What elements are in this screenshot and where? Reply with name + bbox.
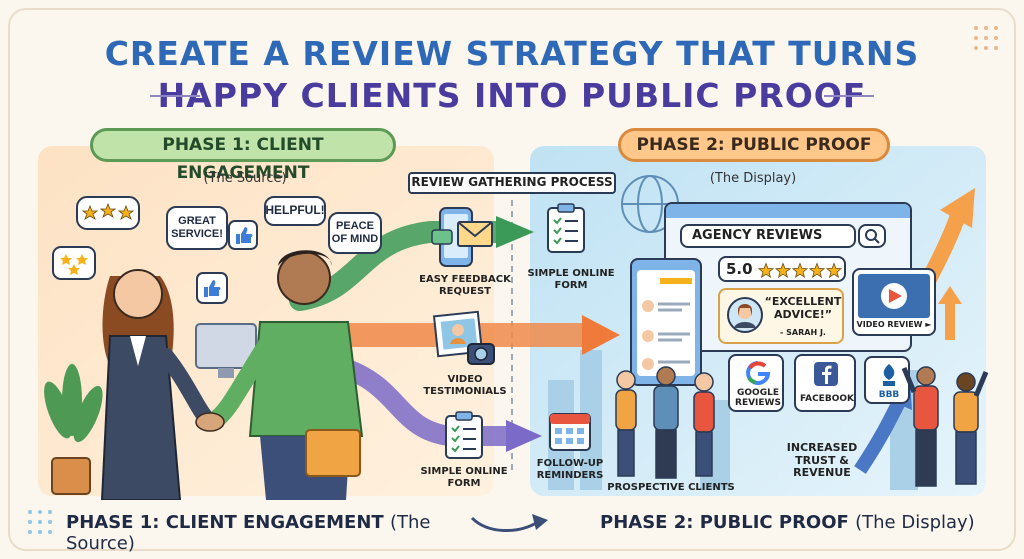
title-line-2: HAPPY CLIENTS INTO PUBLIC PROOF (157, 76, 867, 115)
testimonial-author: - SARAH J. (780, 328, 826, 337)
phone-envelope-icon (431, 207, 493, 267)
google-logo-icon (746, 361, 771, 385)
process-label: REVIEW GATHERING PROCESS (408, 172, 616, 194)
phase-2-subtitle: (The Display) (709, 171, 797, 186)
review-list-icon (642, 278, 692, 370)
dots-decoration-bottom (28, 510, 52, 534)
cheering-people-illustration (901, 366, 989, 487)
video-review-label: VIDEO REVIEW ► (856, 320, 932, 329)
testimonial-quote: “EXCELLENT ADVICE!” (764, 295, 842, 321)
target-form-label: SIMPLE ONLINE FORM (527, 268, 615, 291)
dots-decoration-top (974, 26, 998, 50)
step-video-label: VIDEO TESTIMONIALS (423, 374, 507, 397)
google-reviews-label: GOOGLE REVIEWS (735, 388, 781, 409)
target-reminders-label: FOLLOW-UP REMINDERS (536, 458, 604, 481)
handshake-illustration (100, 250, 364, 500)
bubble-peace-of-mind: PEACE OF MIND (328, 212, 382, 254)
calendar-icon (549, 413, 591, 451)
video-play-icon (858, 274, 930, 318)
prospective-clients-label: PROSPECTIVE CLIENTS (607, 482, 735, 493)
photo-camera-icon (432, 310, 495, 365)
clipboard-icon (445, 411, 483, 459)
footer-phase-1-label: PHASE 1: CLIENT ENGAGEMENT (66, 512, 384, 533)
clipboard-icon (547, 203, 585, 253)
bubble-helpful: HELPFUL! (264, 196, 326, 226)
phone-reviews (630, 258, 702, 386)
phase-2-badge: PHASE 2: PUBLIC PROOF (618, 128, 890, 162)
facebook-logo-icon (814, 362, 838, 386)
prospective-clients-illustration (615, 366, 715, 479)
trust-revenue-label: INCREASED TRUST & REVENUE (786, 441, 858, 480)
star-rating-bubble-icon (76, 196, 140, 230)
avatar (727, 297, 763, 333)
star-icon (808, 262, 826, 279)
rating-value: 5.0 (726, 260, 753, 278)
facebook-label: FACEBOOK (800, 394, 854, 404)
star-cluster-bubble-icon (52, 246, 96, 280)
footer-phase-2-label: PHASE 2: PUBLIC PROOF (600, 512, 849, 533)
bubble-great-service: GREAT SERVICE! (166, 206, 228, 250)
search-icon (865, 229, 880, 244)
star-icon (825, 262, 843, 279)
star-icon (758, 262, 775, 279)
thumbs-up-icon (228, 220, 258, 250)
browser-titlebar (666, 204, 910, 218)
testimonial-quote-card: “EXCELLENT ADVICE!” - SARAH J. (718, 288, 844, 344)
step-feedback-label: EASY FEEDBACK REQUEST (419, 274, 511, 297)
facebook-card[interactable]: FACEBOOK (794, 354, 856, 412)
footer-arrow-icon (470, 514, 548, 533)
footer-phase-1: PHASE 1: CLIENT ENGAGEMENT (The Source) (66, 512, 486, 554)
step-form-label: SIMPLE ONLINE FORM (420, 466, 508, 489)
rating-box: 5.0 (718, 256, 846, 282)
search-button[interactable] (858, 224, 886, 248)
footer-phase-2: PHASE 2: PUBLIC PROOF (The Display) (600, 512, 980, 533)
phase-1-subtitle: (The Source) (203, 171, 287, 186)
title-line-1: CREATE A REVIEW STRATEGY THAT TURNS (104, 34, 920, 73)
outer-frame (8, 8, 1016, 551)
google-reviews-card[interactable]: GOOGLE REVIEWS (728, 354, 784, 412)
bbb-torch-icon (883, 364, 895, 386)
footer-phase-2-sub: (The Display) (855, 512, 975, 533)
phase-1-badge: PHASE 1: CLIENT ENGAGEMENT (90, 128, 396, 183)
thumbs-up-bubble-icon (196, 272, 228, 304)
star-icon (791, 262, 809, 279)
bbb-label: BBB (878, 390, 900, 400)
star-icon (774, 262, 792, 279)
five-stars-icon (758, 262, 843, 279)
video-review-card[interactable]: VIDEO REVIEW ► (852, 268, 936, 336)
bbb-card[interactable]: BBB (864, 356, 910, 404)
agency-reviews-search[interactable]: AGENCY REVIEWS (680, 224, 856, 248)
footer-phase-1-sub: (The Source) (66, 512, 431, 554)
title-underlines (150, 95, 874, 97)
